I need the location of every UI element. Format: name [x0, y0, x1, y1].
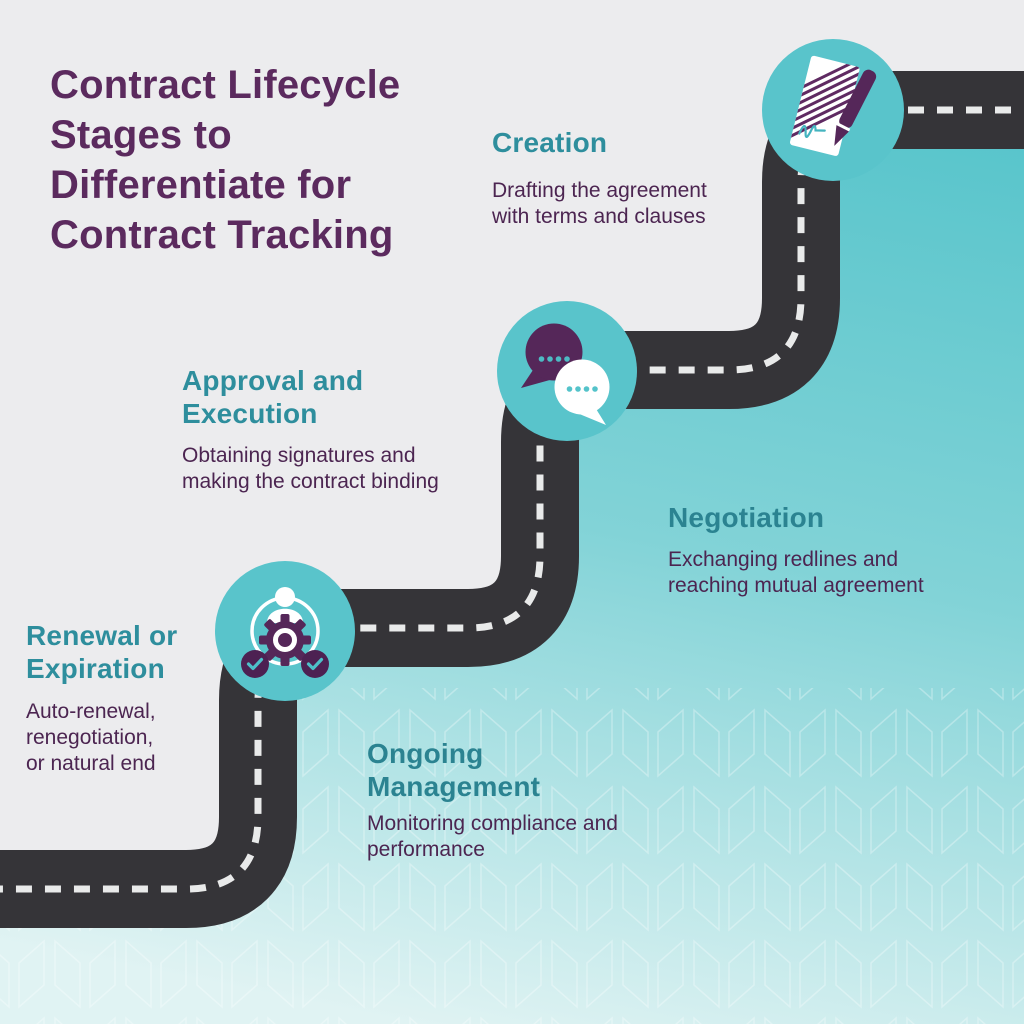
checkmark-circle-right [301, 650, 329, 678]
stage-desc-line: making the contract binding [182, 470, 439, 493]
road-center-dashes [0, 106, 1024, 893]
gear-icon [259, 614, 311, 666]
stage-creation-description: Drafting the agreement with terms and cl… [492, 178, 707, 230]
signature-squiggle [798, 124, 826, 138]
stage-negotiation-heading: Negotiation [668, 501, 824, 534]
page-title: Contract Lifecycle Stages to Differentia… [50, 60, 400, 260]
stage-heading-line: Negotiation [668, 502, 825, 533]
stage-ongoing-heading: Ongoing Management [367, 737, 540, 803]
stage-desc-line: Exchanging redlines and [668, 548, 898, 571]
stage-heading-line: Ongoing [367, 738, 484, 769]
stage-negotiation-description: Exchanging redlines and reaching mutual … [668, 547, 924, 599]
pen-icon [834, 69, 877, 146]
title-line: Contract Lifecycle [50, 63, 401, 107]
stage-approval-heading: Approval and Execution [182, 364, 363, 430]
renewal-stage-icon [215, 561, 355, 701]
stage-desc-line: Drafting the agreement [492, 179, 707, 202]
title-line: Contract Tracking [50, 213, 394, 257]
stage-desc-line: Obtaining signatures and [182, 444, 416, 467]
stage-heading-line: Management [367, 771, 541, 802]
stage-heading-line: Approval and [182, 365, 364, 396]
negotiation-stage-icon [497, 301, 637, 441]
stage-desc-line: Auto-renewal, [26, 700, 156, 723]
stage-desc-line: Monitoring compliance and [367, 812, 618, 835]
stage-approval-description: Obtaining signatures and making the cont… [182, 443, 439, 495]
stage-heading-line: Execution [182, 398, 318, 429]
title-line: Stages to [50, 113, 232, 157]
stage-heading-line: Expiration [26, 653, 165, 684]
stage-renewal-heading: Renewal or Expiration [26, 619, 177, 685]
checkmark-circle-left [241, 650, 269, 678]
stage-renewal-description: Auto-renewal, renegotiation, or natural … [26, 699, 156, 777]
stage-desc-line: performance [367, 838, 485, 861]
stage-desc-line: with terms and clauses [492, 205, 706, 228]
title-line: Differentiate for [50, 163, 352, 207]
stage-desc-line: or natural end [26, 752, 156, 775]
speech-bubble-white-icon [554, 359, 610, 425]
stage-ongoing-description: Monitoring compliance and performance [367, 811, 618, 863]
stage-heading-line: Renewal or [26, 620, 178, 651]
stage-desc-line: renegotiation, [26, 726, 154, 749]
stage-creation-heading: Creation [492, 126, 607, 159]
stage-desc-line: reaching mutual agreement [668, 574, 924, 597]
stage-heading-line: Creation [492, 127, 608, 158]
creation-stage-icon [762, 39, 904, 181]
